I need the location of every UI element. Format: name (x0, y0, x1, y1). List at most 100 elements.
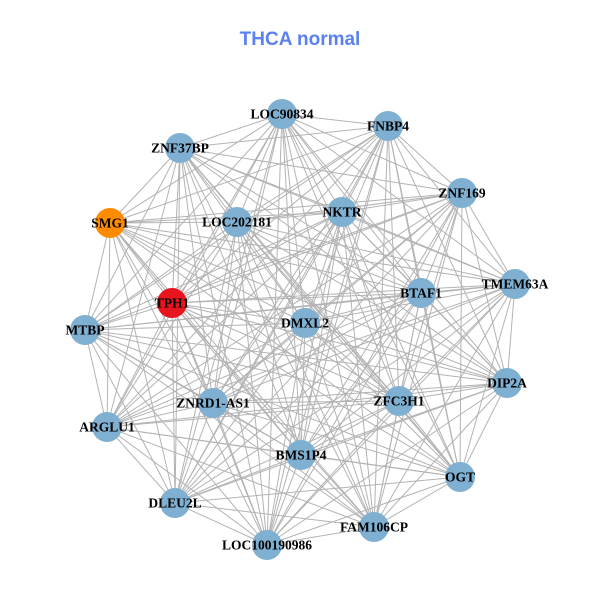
edge (341, 211, 461, 478)
node-circle (492, 368, 522, 398)
edge (236, 221, 422, 294)
edge (212, 283, 516, 404)
node-nktr: NKTR (322, 197, 362, 227)
edge (212, 322, 306, 404)
edge (106, 426, 176, 504)
edge (281, 113, 516, 285)
edge (179, 147, 238, 223)
edge (106, 382, 508, 428)
edge (281, 113, 343, 213)
node-label: DMXL2 (281, 316, 329, 331)
edge (84, 211, 343, 331)
edge (266, 526, 375, 546)
edge (106, 113, 283, 428)
node-btaf1: BTAF1 (400, 278, 442, 308)
node-arglu1: ARGLU1 (79, 412, 135, 442)
node-label: ARGLU1 (79, 420, 135, 435)
edge (171, 302, 508, 384)
edge (174, 211, 343, 504)
edge (84, 329, 375, 528)
edge (266, 211, 343, 546)
edge (341, 211, 375, 528)
node-label: TPH1 (155, 296, 190, 311)
edge (212, 125, 389, 404)
edge (109, 222, 516, 285)
node-label: LOC90834 (250, 107, 313, 122)
edge (171, 221, 238, 304)
edge (84, 322, 306, 331)
edge (266, 476, 461, 546)
edge (174, 322, 306, 504)
edge (84, 329, 400, 402)
edge (179, 125, 389, 149)
edge (109, 221, 238, 224)
edge (109, 222, 422, 294)
edge (461, 192, 508, 384)
edge (300, 454, 375, 528)
edge (84, 192, 463, 331)
edge (174, 147, 181, 504)
node-circle (290, 308, 320, 338)
edge (300, 292, 422, 456)
edge (300, 322, 306, 456)
node-circle (92, 412, 122, 442)
edge (212, 402, 268, 546)
edge (266, 125, 389, 546)
edge (84, 329, 508, 384)
node-label: BMS1P4 (275, 448, 326, 463)
edge (179, 147, 463, 194)
node-dleu2l: DLEU2L (148, 488, 202, 518)
edge (236, 113, 283, 223)
edge (459, 382, 508, 478)
node-circle (359, 512, 389, 542)
node-label: LOC100190986 (222, 538, 312, 553)
edge (174, 502, 268, 546)
edge (171, 302, 461, 478)
node-circle (373, 111, 403, 141)
node-znf37bp: ZNF37BP (151, 133, 209, 163)
edge (84, 221, 238, 331)
edge (84, 302, 173, 331)
edge (171, 283, 516, 304)
edge (84, 329, 176, 504)
edge (171, 302, 306, 324)
node-ogt: OGT (445, 462, 475, 492)
edge (304, 322, 400, 402)
edge (304, 322, 508, 384)
edge (106, 322, 306, 428)
edge (420, 292, 508, 384)
node-label: OGT (445, 470, 475, 485)
edge (373, 192, 463, 528)
edge (84, 329, 461, 478)
node-label: DLEU2L (148, 496, 201, 511)
chart-title: THCA normal (239, 29, 361, 50)
edge (212, 382, 508, 404)
node-loc100190986: LOC100190986 (222, 530, 312, 560)
edge (304, 322, 461, 478)
edge (236, 221, 516, 285)
edge (304, 211, 343, 324)
node-loc90834: LOC90834 (250, 99, 314, 129)
edge (84, 329, 268, 546)
edge (236, 221, 306, 324)
edge (387, 125, 400, 402)
edge (300, 211, 343, 456)
edge (171, 192, 463, 304)
edge (84, 222, 111, 331)
edge (236, 221, 268, 546)
edge (212, 211, 343, 404)
node-circle (447, 178, 477, 208)
node-mtbp: MTBP (66, 315, 105, 345)
node-label: SMG1 (91, 216, 129, 231)
node-label: TMEM63A (482, 277, 549, 292)
edge (236, 221, 400, 402)
node-circle (70, 315, 100, 345)
edge (174, 402, 214, 504)
node-label: MTBP (66, 323, 105, 338)
node-bms1p4: BMS1P4 (275, 440, 327, 470)
edge (84, 292, 422, 331)
edge (212, 400, 400, 404)
